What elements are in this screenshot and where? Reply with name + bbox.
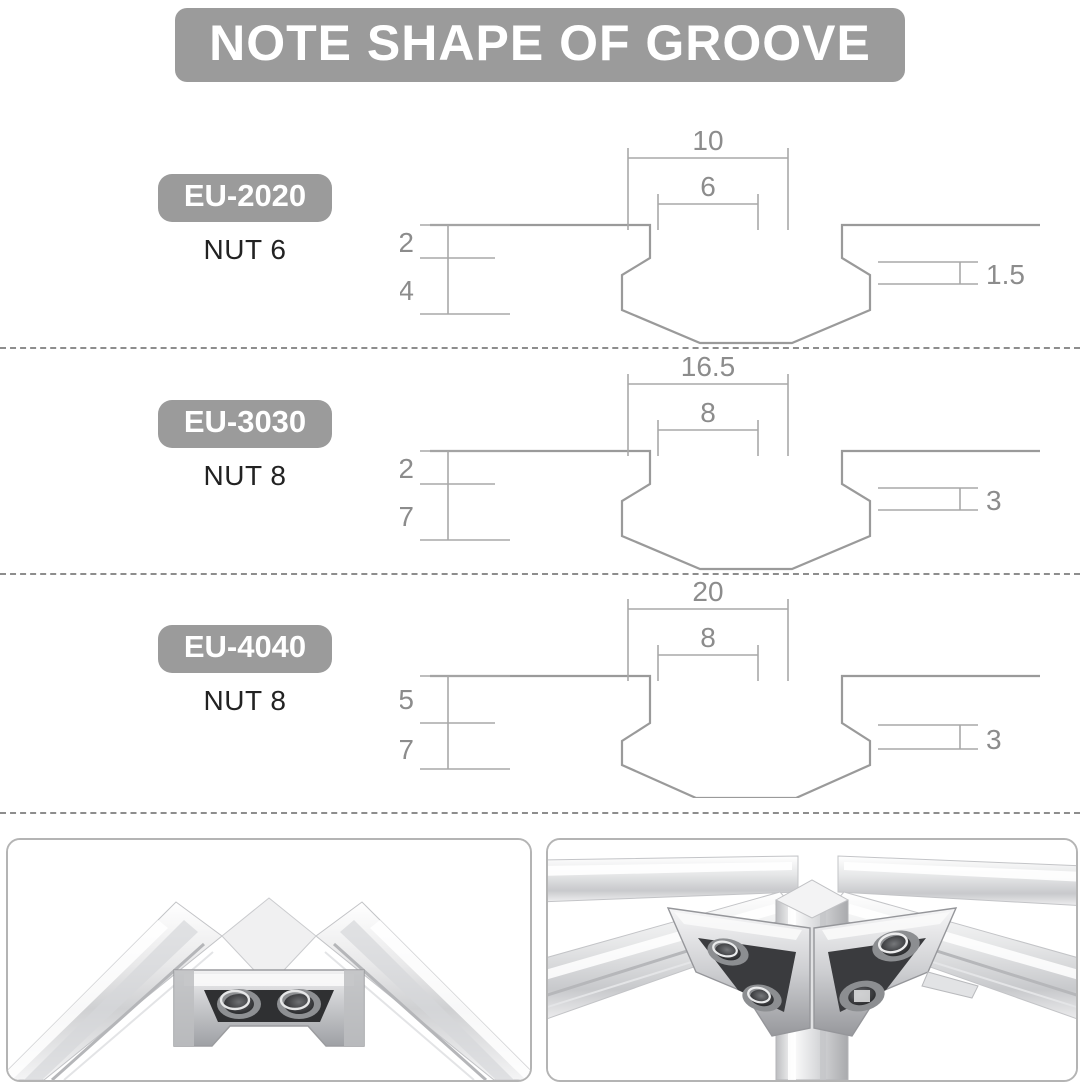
bracket-screw-left-2 <box>742 984 782 1012</box>
dim-text-lower-depth-0: 4 <box>400 275 414 306</box>
groove-drawing-eu-3030: 16.5 8 2 7 3 <box>400 348 1040 573</box>
dim-text-top-depth-1: 2 <box>400 453 414 484</box>
groove-drawing-eu-2020: 10 6 2 4 1.5 <box>400 122 1040 347</box>
groove-profile-svg-1: 16.5 8 2 7 3 <box>400 351 1040 571</box>
bracket-screw-left-1 <box>707 938 749 966</box>
dim-text-lip-0: 1.5 <box>986 259 1025 290</box>
extrusion-arm-right <box>315 901 530 1080</box>
profile-row-eu-2020: EU-2020 NUT 6 <box>0 122 1080 347</box>
profile-row-eu-3030: EU-3030 NUT 8 <box>0 348 1080 573</box>
dim-text-lower-depth-2: 7 <box>400 734 414 765</box>
bracket-screw-boss-2 <box>277 989 321 1019</box>
corner-joint-illustration <box>8 840 530 1080</box>
corner-bracket-left <box>666 907 811 1037</box>
corner-bracket <box>173 969 365 1047</box>
dim-text-outer-0: 10 <box>692 125 723 156</box>
profile-badge-eu-2020: EU-2020 <box>157 174 333 222</box>
dim-text-lip-1: 3 <box>986 485 1002 516</box>
dim-text-outer-2: 20 <box>692 576 723 607</box>
corner-bracket-right <box>813 907 979 1037</box>
product-photo-three-way-joint <box>546 838 1078 1082</box>
profile-label-group-2: EU-4040 NUT 8 <box>100 625 390 717</box>
dim-text-slot-1: 8 <box>700 397 716 428</box>
dim-text-top-depth-2: 5 <box>400 684 414 715</box>
groove-profile-svg-0: 10 6 2 4 1.5 <box>400 125 1040 345</box>
profile-nut-label-1: NUT 8 <box>203 459 287 491</box>
extrusion-arm-left <box>8 901 223 1080</box>
profile-badge-eu-4040: EU-4040 <box>157 625 333 673</box>
bracket-screw-right-2 <box>839 980 885 1012</box>
bracket-screw-right-1 <box>872 930 920 962</box>
profile-label-group-1: EU-3030 NUT 8 <box>100 400 390 492</box>
dim-text-top-depth-0: 2 <box>400 227 414 258</box>
row-divider-3 <box>0 812 1080 814</box>
groove-drawing-eu-4040: 20 8 5 7 3 <box>400 573 1040 798</box>
profile-label-group-0: EU-2020 NUT 6 <box>100 174 390 266</box>
page-title: NOTE SHAPE OF GROOVE <box>175 8 905 82</box>
page-title-container: NOTE SHAPE OF GROOVE <box>0 8 1080 82</box>
groove-outline-path-2 <box>430 674 1040 798</box>
profile-row-eu-4040: EU-4040 NUT 8 <box>0 573 1080 798</box>
product-photo-gallery <box>0 838 1080 1083</box>
profile-nut-label-2: NUT 8 <box>203 684 287 716</box>
groove-outline-path-0 <box>430 223 1040 345</box>
dim-text-slot-2: 8 <box>700 622 716 653</box>
groove-profile-svg-2: 20 8 5 7 3 <box>400 576 1040 798</box>
three-way-joint-illustration <box>548 840 1076 1080</box>
dim-text-slot-0: 6 <box>700 171 716 202</box>
bracket-screw-boss-1 <box>217 989 261 1019</box>
dim-text-outer-1: 16.5 <box>681 351 736 382</box>
row-divider-2 <box>0 573 1080 575</box>
profile-nut-label-0: NUT 6 <box>203 233 287 265</box>
row-divider-1 <box>0 347 1080 349</box>
dim-text-lower-depth-1: 7 <box>400 501 414 532</box>
extrusion-beam-upper-left <box>548 855 799 903</box>
groove-outline-path-1 <box>430 449 1040 571</box>
dim-text-lip-2: 3 <box>986 724 1002 755</box>
profile-badge-eu-3030: EU-3030 <box>157 400 333 448</box>
extrusion-beam-upper-right <box>837 855 1076 906</box>
product-photo-corner-joint <box>6 838 532 1082</box>
